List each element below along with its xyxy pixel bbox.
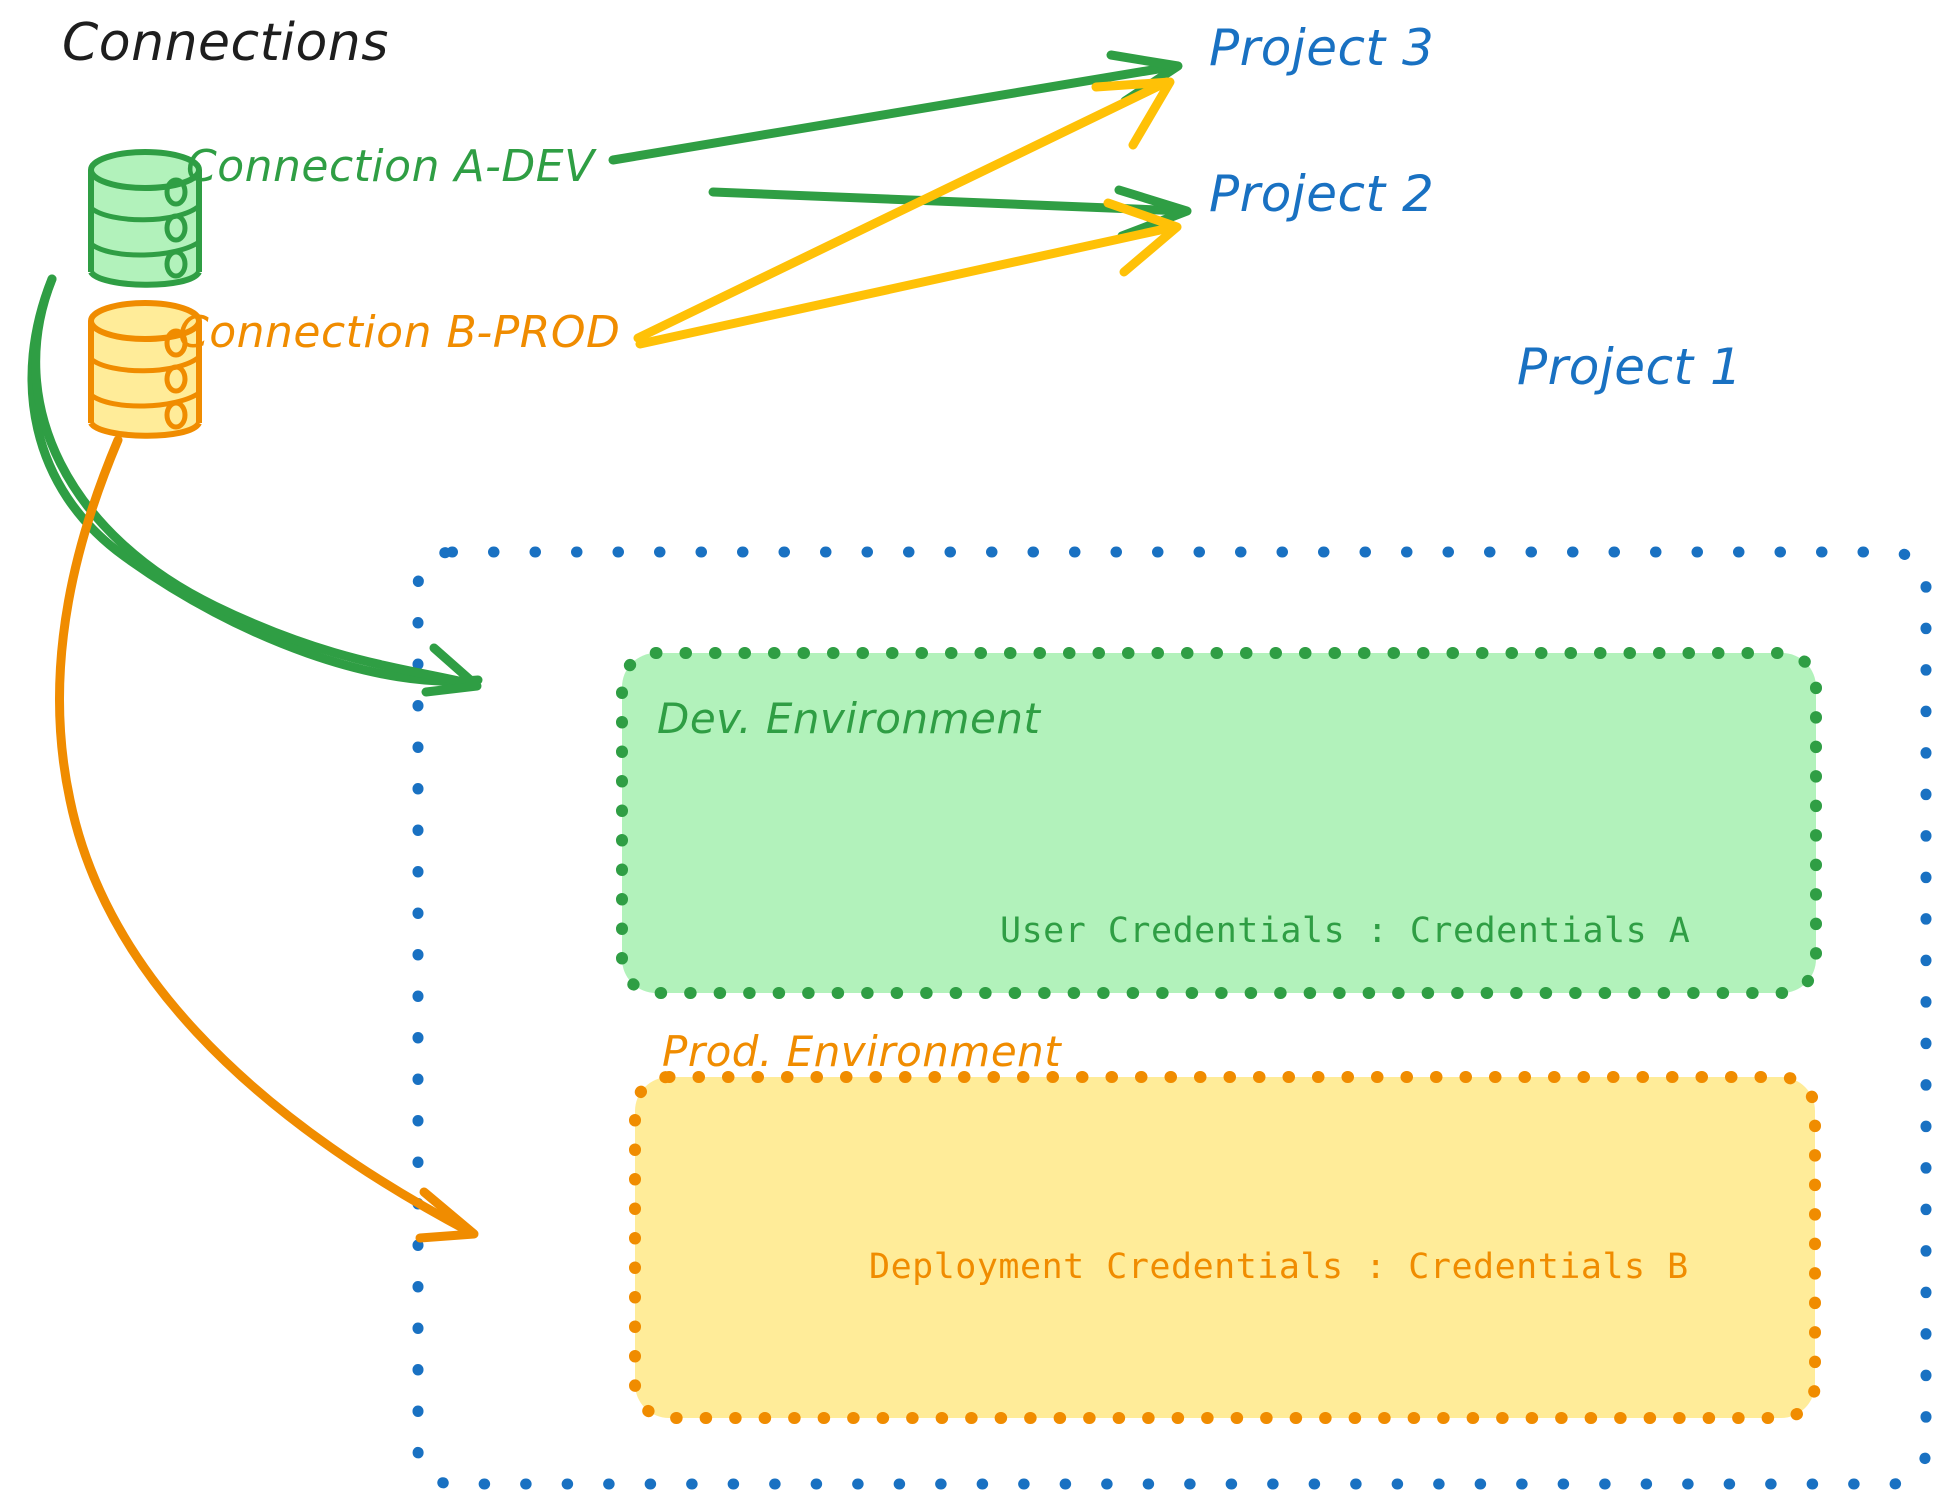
database-bottom-b [88,420,202,439]
edge-conn-b-to-project-2 [635,198,1182,349]
prod-environment-fill [635,1077,1815,1418]
prod-environment-credentials: Deployment Credentials : Credentials B [869,1247,1689,1287]
connection-a-dev-label[interactable]: Connection A-DEV [186,141,595,192]
edge-conn-a-to-project-3 [608,50,1183,165]
project-2-label[interactable]: Project 2 [1209,165,1435,223]
database-led-3-b [164,400,188,430]
project-1-label[interactable]: Project 1 [1517,338,1743,396]
database-led-1-b [164,328,188,358]
dev-environment-credentials: User Credentials : Credentials A [1000,911,1691,951]
database-icon-connection-b[interactable] [88,300,202,439]
database-divider-1-a [89,203,201,223]
database-led-2-b [164,364,188,394]
dev-environment-fill [622,653,1816,993]
dev-environment-box[interactable] [616,647,1822,999]
edge-conn-a-to-project-2 [708,185,1192,241]
prod-environment-dotted-border [629,1071,1821,1424]
edge-conn-a-to-dev-environment [27,274,483,697]
database-led-3-a [164,249,188,279]
database-divider-1-b [89,354,201,374]
prod-environment-box[interactable] [629,1071,1821,1424]
database-icon-connection-a[interactable] [88,149,202,288]
database-bottom-a [88,269,202,288]
dev-environment-title: Dev. Environment [657,694,1041,743]
database-led-1-a [164,177,188,207]
dev-environment-dotted-border [616,647,1822,999]
page-title: Connections [62,13,389,73]
edge-conn-b-to-prod-environment [55,435,479,1243]
edge-conn-b-to-project-3 [633,77,1175,343]
database-divider-2-b [89,390,201,409]
database-divider-2-a [89,239,201,258]
prod-environment-title: Prod. Environment [662,1027,1062,1076]
database-led-2-a [164,213,188,243]
project-3-label[interactable]: Project 3 [1209,19,1435,77]
connection-b-prod-label[interactable]: Connection B-PROD [178,307,621,358]
